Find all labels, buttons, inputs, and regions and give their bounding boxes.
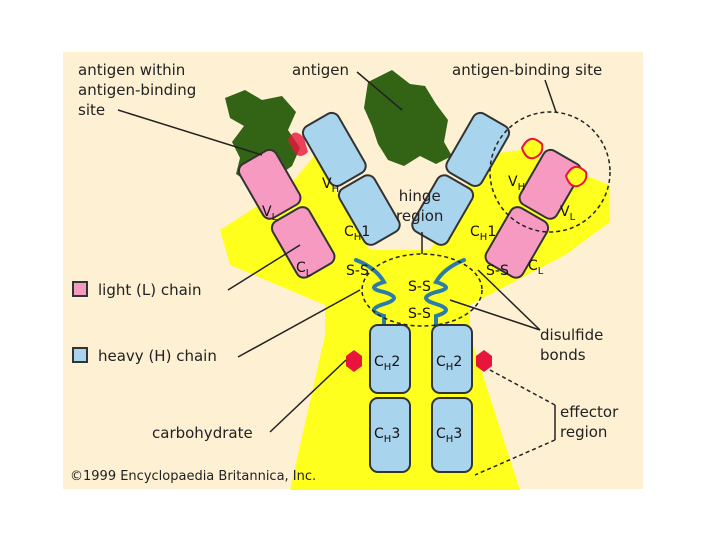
left-cl-label: CL [296,260,312,279]
left-heavy-chain-upper [301,111,401,246]
right-vl-label: VL [560,204,576,223]
antigen-free-shape [364,70,452,166]
left-vh-domain [301,111,367,187]
left-vl-label: VL [262,204,278,223]
light-chain-label: light (L) chain [98,281,202,299]
hinge-region-circle [361,253,483,327]
right-ch1-label: CH1 [470,224,496,243]
right-ch3-domain [431,397,473,473]
left-ch3-domain [369,397,411,473]
left-arm-ss-label: S-S [346,263,369,279]
left-vh-label: VH [322,176,339,195]
right-arm-ss-label: S-S [486,263,509,279]
right-vh-domain [445,111,511,187]
copyright-credit: ©1999 Encyclopaedia Britannica, Inc. [70,469,317,484]
left-ch1-label: CH1 [344,224,370,243]
antigen-binding-site-label: antigen-binding site [452,61,603,79]
light-chain-swatch [72,281,88,297]
heavy-chain-swatch [72,347,88,363]
right-vh-label: VH [508,174,525,193]
disulfide-bonds-label: disulfide bonds [540,326,604,364]
right-cl-domain [484,206,550,279]
left-cl-domain [270,206,336,279]
leader-lines [117,71,557,476]
carbohydrate-label: carbohydrate [152,424,253,442]
right-heavy-chain-upper [411,111,511,246]
right-ch3-label: CH3 [436,426,462,445]
antigen-label: antigen [292,61,350,79]
left-ch1-domain [337,174,401,246]
right-ch1-domain [411,174,475,246]
right-ch2-domain [431,324,473,394]
left-vl-domain [237,148,302,220]
right-binding-pocket-1 [520,137,544,160]
left-light-chain [237,148,336,279]
right-light-chain [484,148,583,279]
right-binding-pocket-2 [564,165,588,188]
effector-region-label: effector region [560,403,619,441]
left-ch2-label: CH2 [374,354,400,373]
left-ch3-label: CH3 [374,426,400,445]
right-ch2-label: CH2 [436,354,462,373]
heavy-chain-label: heavy (H) chain [98,347,217,365]
hinge-region-label: hinge region [396,187,444,225]
left-carbohydrate [346,350,362,372]
right-carbohydrate [476,350,492,372]
left-binding-notch [288,132,308,156]
antigen-within-label: antigen within antigen-binding site [78,61,197,119]
left-ch2-domain [369,324,411,394]
upper-hinge-ss-label: S-S [408,279,431,295]
right-vl-domain [518,148,583,220]
antigen-binding-site-circle [489,111,611,233]
right-cl-label: CL [528,258,544,277]
antigen-bound-shape [225,90,300,182]
lower-hinge-ss-label: S-S [408,306,431,322]
hinge-chains [354,258,466,338]
